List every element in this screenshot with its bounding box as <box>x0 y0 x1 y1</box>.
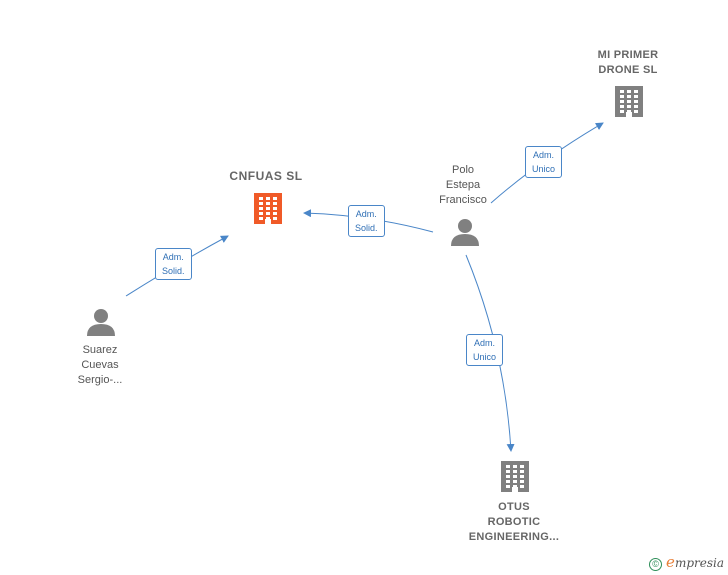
edge-label-line: Adm. <box>474 338 496 348</box>
node-label-mi-primer[interactable]: MI PRIMER DRONE SL <box>580 48 676 78</box>
person-icon-suarez[interactable] <box>87 309 115 336</box>
edge-label-line: Adm. <box>162 252 184 262</box>
edge-label-line: Adm. <box>533 150 555 160</box>
label-line: Estepa <box>445 179 481 191</box>
edge-label-line: Unico <box>473 352 497 362</box>
node-label-otus[interactable]: OTUS ROBOTIC ENGINEERING... <box>455 500 573 545</box>
label-line: Cuevas <box>81 359 119 371</box>
edge-label-line: Solid. <box>162 266 185 276</box>
brand-logo: empresia <box>666 553 724 571</box>
label-line: Francisco <box>439 194 487 206</box>
label-line: OTUS <box>498 501 530 513</box>
edge-label-polo-mi-primer[interactable]: Adm. Unico <box>525 146 563 178</box>
node-label-cnfuas[interactable]: CNFUAS SL <box>210 169 322 184</box>
label-line: ENGINEERING... <box>468 531 560 543</box>
edge-label-line: Unico <box>532 164 556 174</box>
label-line: Polo <box>451 164 475 176</box>
edge-label-line: Adm. <box>355 209 377 219</box>
copyright-icon: © <box>649 558 663 571</box>
edge-label-line: Solid. <box>355 223 378 233</box>
person-icon-polo[interactable] <box>451 219 479 246</box>
edge-label-suarez-cnfuas[interactable]: Adm. Solid. <box>155 248 192 280</box>
edge-label-polo-otus[interactable]: Adm. Unico <box>466 334 504 366</box>
node-label-suarez[interactable]: Suarez Cuevas Sergio-... <box>60 343 140 388</box>
footer-credit: ©empresia <box>649 553 724 571</box>
brand-initial: e <box>666 553 675 571</box>
building-icon-otus[interactable] <box>501 461 529 492</box>
node-label-polo[interactable]: Polo Estepa Francisco <box>425 163 501 208</box>
label-line: CNFUAS SL <box>229 169 303 183</box>
label-line: MI PRIMER <box>597 49 659 61</box>
edge-label-polo-cnfuas[interactable]: Adm. Solid. <box>348 205 385 237</box>
brand-rest: mpresia <box>674 556 724 570</box>
label-line: Suarez <box>82 344 118 356</box>
label-line: DRONE SL <box>598 64 658 76</box>
building-icon-cnfuas[interactable] <box>254 193 282 224</box>
label-line: ROBOTIC <box>487 516 541 528</box>
building-icon-mi-primer[interactable] <box>615 86 643 117</box>
label-line: Sergio-... <box>77 374 123 386</box>
